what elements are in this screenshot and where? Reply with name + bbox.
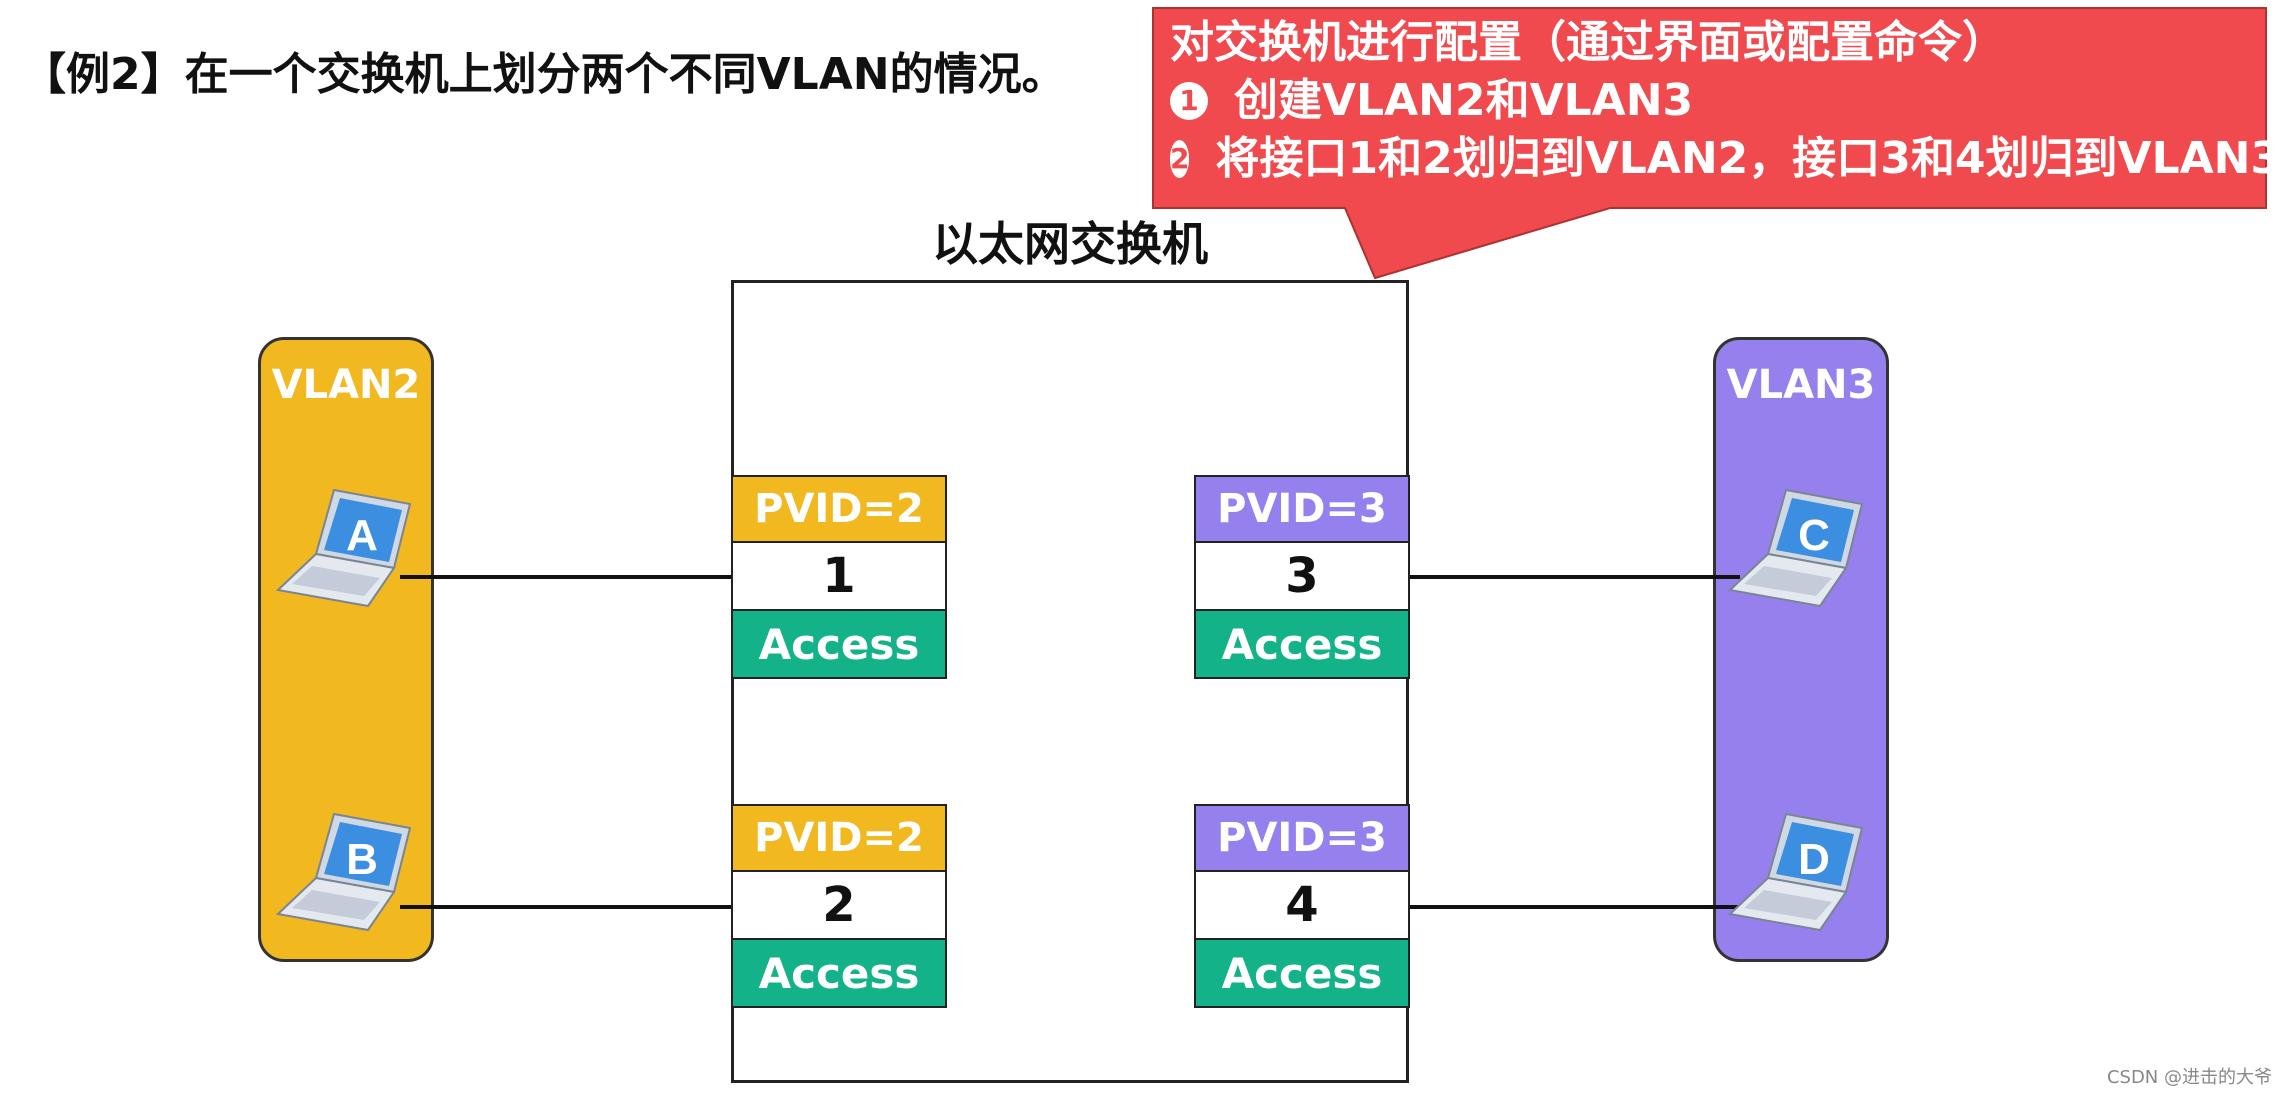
link-port4-d: [1409, 905, 1740, 909]
switch-port-3: PVID=3 3 Access: [1194, 475, 1410, 679]
callout-step-2: 2 将接口1和2划归到VLAN2，接口3和4划归到VLAN3: [1170, 130, 2281, 188]
port-mode: Access: [1194, 611, 1410, 679]
host-label: D: [1798, 835, 1830, 884]
port-pvid: PVID=2: [731, 475, 947, 543]
laptop-icon: B: [275, 812, 412, 932]
port-pvid: PVID=3: [1194, 804, 1410, 872]
page-title: 【例2】在一个交换机上划分两个不同VLAN的情况。: [22, 49, 1066, 100]
link-b-port2: [400, 905, 731, 909]
port-number: 1: [731, 543, 947, 611]
switch-port-2: PVID=2 2 Access: [731, 804, 947, 1008]
host-label: B: [346, 835, 378, 884]
port-number: 4: [1194, 872, 1410, 940]
callout-step-1: 1 创建VLAN2和VLAN3: [1170, 72, 2250, 130]
switch-port-1: PVID=2 1 Access: [731, 475, 947, 679]
port-pvid: PVID=2: [731, 804, 947, 872]
step-number-badge: 1: [1170, 82, 1208, 120]
port-pvid: PVID=3: [1194, 475, 1410, 543]
vlan3-label: VLAN3: [1726, 362, 1876, 408]
host-label: A: [346, 511, 378, 560]
laptop-icon: A: [275, 488, 412, 608]
port-mode: Access: [731, 940, 947, 1008]
callout-step-text: 将接口1和2划归到VLAN2，接口3和4划归到VLAN3: [1215, 133, 2282, 184]
port-number: 2: [731, 872, 947, 940]
link-a-port1: [400, 575, 731, 579]
switch-label: 以太网交换机: [932, 217, 1208, 271]
port-mode: Access: [1194, 940, 1410, 1008]
laptop-icon: D: [1727, 812, 1864, 932]
switch-port-4: PVID=3 4 Access: [1194, 804, 1410, 1008]
link-port3-c: [1409, 575, 1740, 579]
step-number-badge: 2: [1170, 140, 1190, 178]
callout-step-text: 创建VLAN2和VLAN3: [1234, 75, 1694, 126]
laptop-icon: C: [1727, 488, 1864, 608]
port-number: 3: [1194, 543, 1410, 611]
vlan2-label: VLAN2: [271, 362, 421, 408]
callout-bubble: [1152, 7, 2267, 280]
watermark: CSDN @进击的大爷: [2106, 1067, 2272, 1088]
host-label: C: [1798, 511, 1830, 560]
port-mode: Access: [731, 611, 947, 679]
callout-text: 对交换机进行配置（通过界面或配置命令） 1 创建VLAN2和VLAN3 2 将接…: [1170, 14, 2281, 188]
callout-heading: 对交换机进行配置（通过界面或配置命令）: [1170, 17, 2006, 68]
